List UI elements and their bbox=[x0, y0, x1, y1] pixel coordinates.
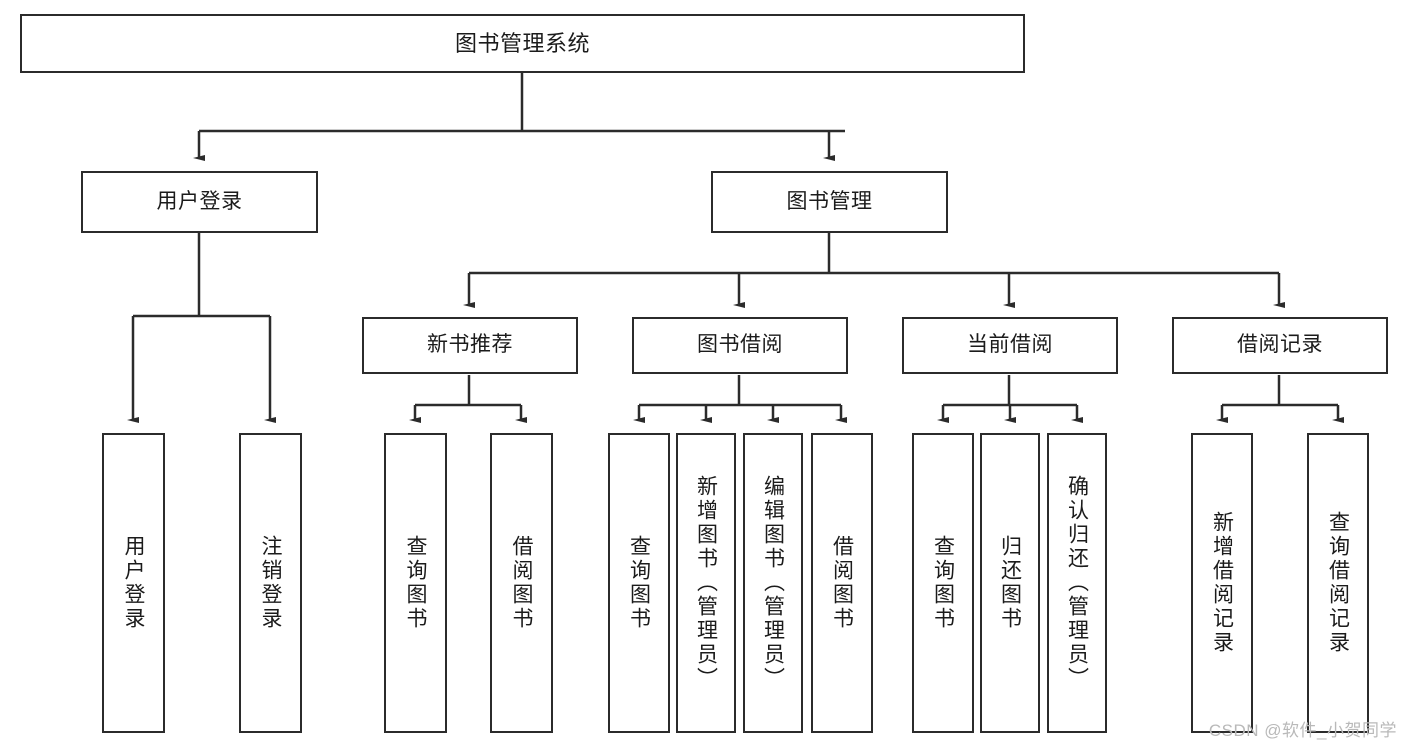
csdn-watermark: CSDN @软件_小贺同学 bbox=[1208, 721, 1397, 740]
node-leaf-query-book-1-label: 查询图书 bbox=[404, 535, 427, 631]
node-leaf-borrow-book-2-label: 借阅图书 bbox=[830, 535, 854, 631]
node-leaf-logout[interactable]: 注销登录 bbox=[239, 433, 302, 733]
node-leaf-query-book-1[interactable]: 查询图书 bbox=[384, 433, 447, 733]
node-user-login-label: 用户登录 bbox=[156, 189, 243, 213]
node-root-label: 图书管理系统 bbox=[454, 30, 590, 56]
node-current-borrow[interactable]: 当前借阅 bbox=[902, 317, 1118, 374]
node-book-borrow[interactable]: 图书借阅 bbox=[632, 317, 848, 374]
node-leaf-edit-book-label: 编辑图书（管理员） bbox=[761, 475, 785, 691]
node-leaf-user-login-label: 用户登录 bbox=[122, 535, 145, 631]
node-leaf-add-record[interactable]: 新增借阅记录 bbox=[1191, 433, 1253, 733]
node-leaf-user-login[interactable]: 用户登录 bbox=[102, 433, 165, 733]
node-new-book-recommend[interactable]: 新书推荐 bbox=[362, 317, 578, 374]
node-current-borrow-label: 当前借阅 bbox=[967, 333, 1053, 357]
node-leaf-return-book[interactable]: 归还图书 bbox=[980, 433, 1040, 733]
node-borrow-record[interactable]: 借阅记录 bbox=[1172, 317, 1388, 374]
node-borrow-record-label: 借阅记录 bbox=[1237, 333, 1323, 357]
node-leaf-edit-book[interactable]: 编辑图书（管理员） bbox=[743, 433, 803, 733]
node-leaf-query-book-3[interactable]: 查询图书 bbox=[912, 433, 974, 733]
node-leaf-query-record-label: 查询借阅记录 bbox=[1326, 511, 1350, 655]
node-leaf-add-book[interactable]: 新增图书（管理员） bbox=[676, 433, 736, 733]
node-leaf-add-record-label: 新增借阅记录 bbox=[1210, 511, 1234, 655]
node-new-book-recommend-label: 新书推荐 bbox=[427, 333, 513, 357]
node-leaf-logout-label: 注销登录 bbox=[259, 535, 282, 631]
node-book-borrow-label: 图书借阅 bbox=[697, 333, 783, 357]
node-leaf-add-book-label: 新增图书（管理员） bbox=[694, 475, 718, 691]
node-leaf-query-book-2-label: 查询图书 bbox=[627, 535, 651, 631]
node-book-manage-label: 图书管理 bbox=[786, 189, 873, 213]
node-leaf-confirm-return-label: 确认归还（管理员） bbox=[1065, 475, 1089, 691]
node-leaf-borrow-book-1[interactable]: 借阅图书 bbox=[490, 433, 553, 733]
node-leaf-query-book-3-label: 查询图书 bbox=[931, 535, 955, 631]
node-leaf-query-book-2[interactable]: 查询图书 bbox=[608, 433, 670, 733]
node-book-manage[interactable]: 图书管理 bbox=[711, 171, 948, 233]
node-root-book-management-system[interactable]: 图书管理系统 bbox=[20, 14, 1025, 73]
node-leaf-borrow-book-2[interactable]: 借阅图书 bbox=[811, 433, 873, 733]
node-leaf-confirm-return[interactable]: 确认归还（管理员） bbox=[1047, 433, 1107, 733]
node-leaf-borrow-book-1-label: 借阅图书 bbox=[510, 535, 533, 631]
node-leaf-return-book-label: 归还图书 bbox=[998, 535, 1022, 631]
node-leaf-query-record[interactable]: 查询借阅记录 bbox=[1307, 433, 1369, 733]
node-user-login[interactable]: 用户登录 bbox=[81, 171, 318, 233]
